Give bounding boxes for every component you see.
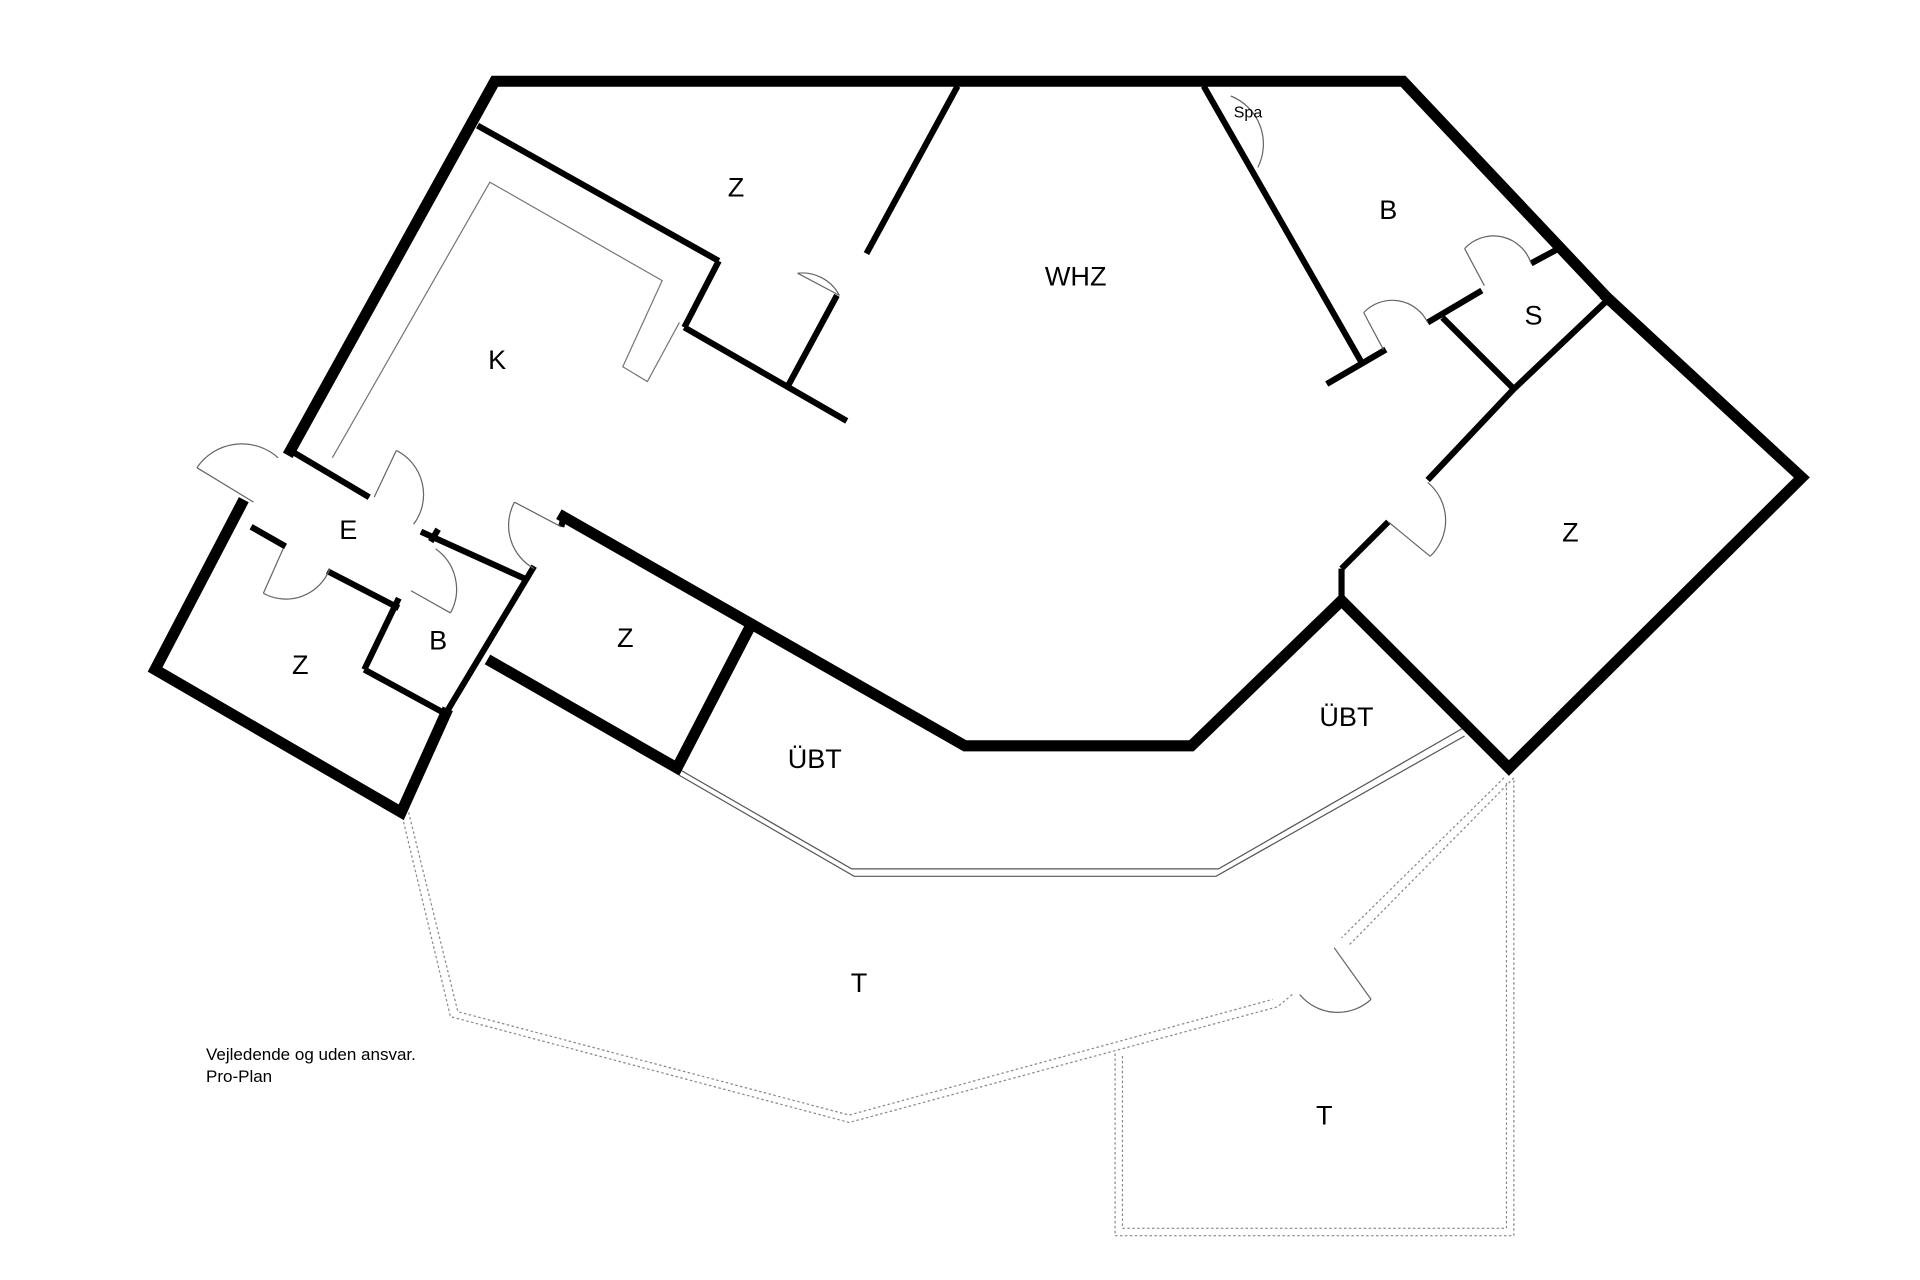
- room-label-e: E: [339, 514, 357, 545]
- room-label-k: K: [488, 344, 506, 375]
- author-text: Pro-Plan: [206, 1067, 273, 1086]
- disclaimer-text: Vejledende og uden ansvar.: [206, 1045, 416, 1064]
- glass-facade: [676, 728, 1465, 877]
- room-label-t-main: T: [851, 967, 868, 998]
- interior-walls: [249, 84, 1612, 717]
- room-label-z-south: Z: [617, 622, 634, 653]
- room-label-s: S: [1525, 300, 1543, 331]
- room-label-spa: Spa: [1234, 104, 1263, 121]
- doors: [196, 95, 1532, 1013]
- room-label-t-lower: T: [1316, 1100, 1333, 1131]
- room-label-z-east: Z: [1562, 516, 1579, 547]
- room-label-b-northeast: B: [1379, 194, 1397, 225]
- terrace-outline: [400, 777, 1515, 1237]
- room-label-b-west: B: [429, 625, 447, 656]
- disclaimer-note: Vejledende og uden ansvar. Pro-Plan: [206, 1044, 416, 1088]
- room-label-z-north: Z: [728, 172, 745, 203]
- kitchen-counter: [331, 181, 680, 459]
- room-label-ubt-south: ÜBT: [788, 743, 842, 774]
- outer-walls: [147, 75, 1810, 821]
- room-label-z-west: Z: [292, 649, 309, 680]
- room-label-ubt-east: ÜBT: [1319, 701, 1373, 732]
- room-label-whz: WHZ: [1045, 260, 1107, 291]
